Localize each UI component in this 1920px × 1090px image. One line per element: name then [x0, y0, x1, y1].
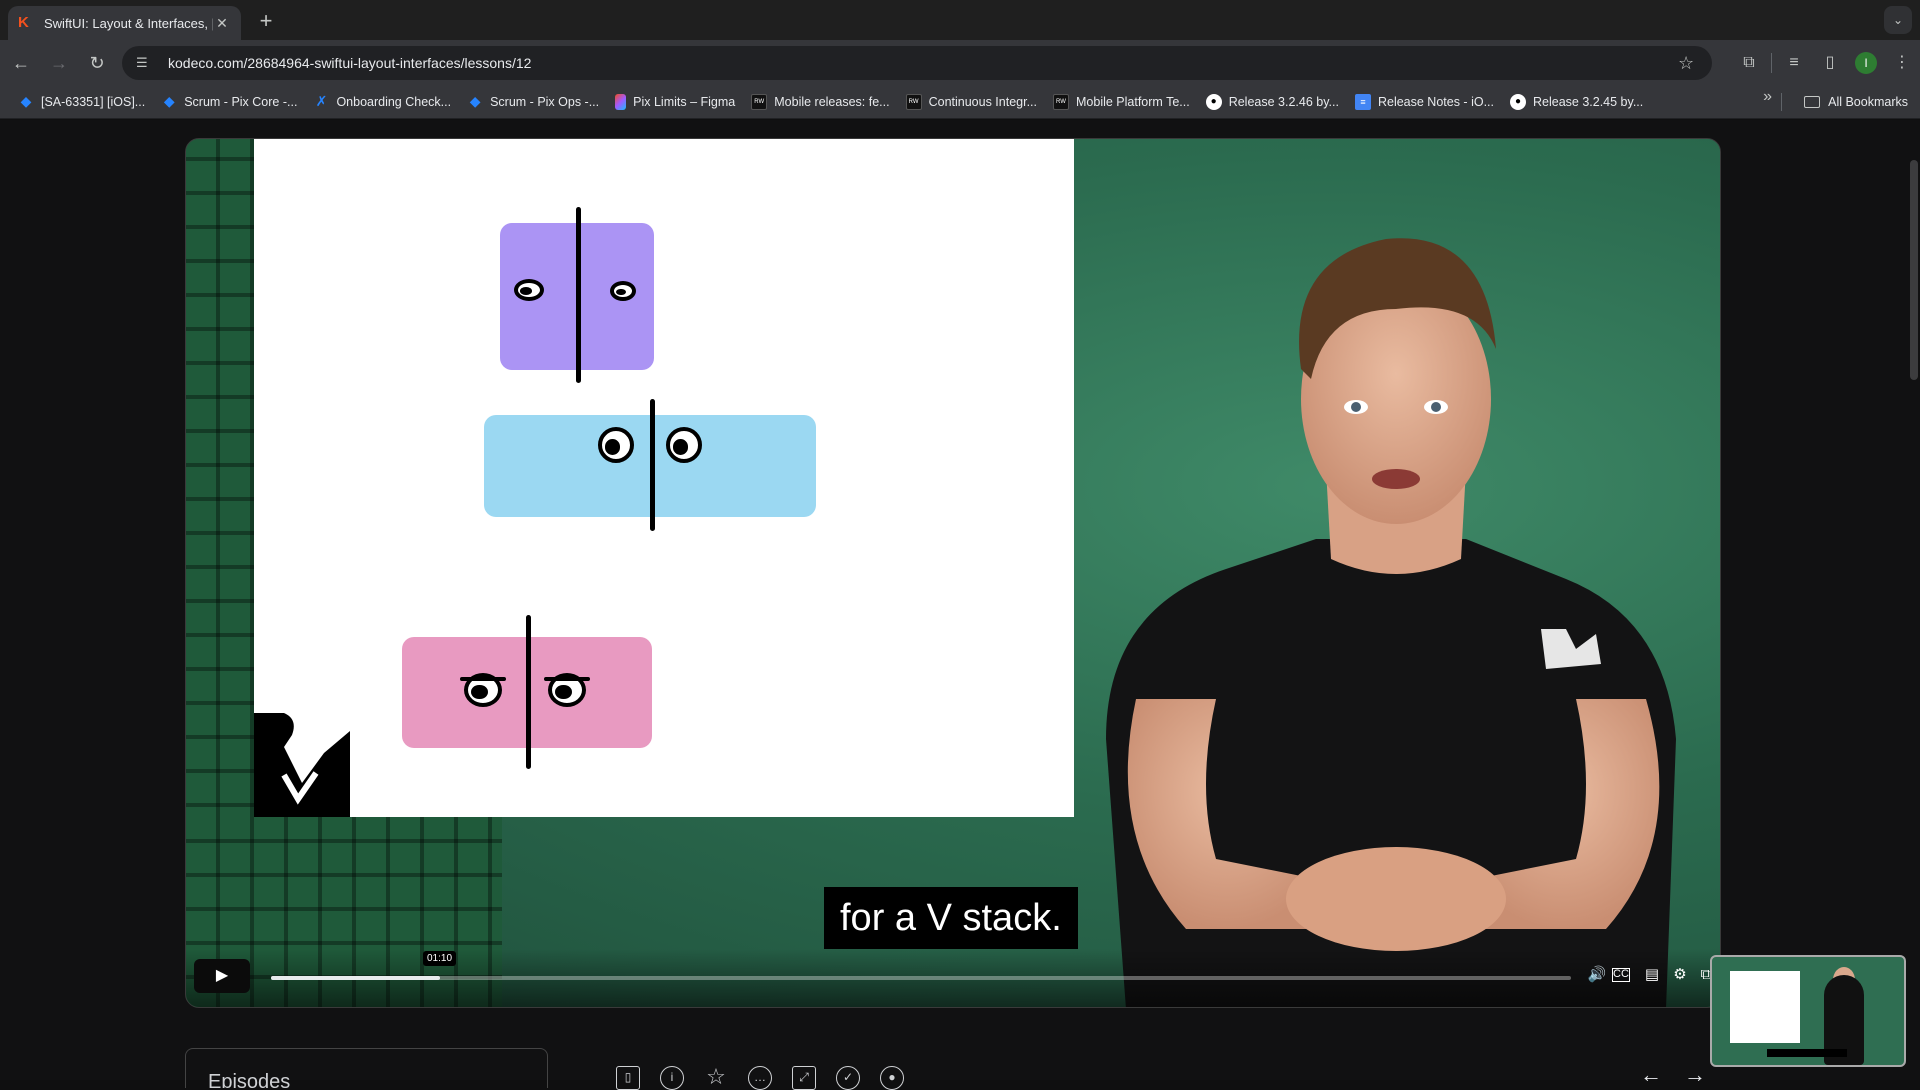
- bookmark-icon[interactable]: ▯: [616, 1066, 640, 1090]
- bookmark-item[interactable]: ◆Scrum - Pix Core -...: [153, 88, 305, 116]
- forward-button[interactable]: →: [50, 52, 68, 73]
- github-icon: ●: [1509, 93, 1526, 110]
- next-lesson-arrow-icon[interactable]: →: [1684, 1062, 1706, 1087]
- star-icon[interactable]: ☆: [706, 1064, 726, 1089]
- page-content: for a V stack. ▶ 01:10 🔊 CC ▤ ⚙ ⧉ Episod…: [0, 120, 1920, 1090]
- profile-avatar[interactable]: I: [1855, 51, 1877, 74]
- bookmark-item[interactable]: ◆Scrum - Pix Ops -...: [459, 88, 607, 116]
- bookmark-item[interactable]: ●Release 3.2.46 by...: [1198, 88, 1347, 116]
- video-controls: ▶ 01:10 🔊 CC ▤ ⚙ ⧉: [186, 949, 1720, 1007]
- picture-in-picture-icon[interactable]: ⧉: [1700, 966, 1712, 983]
- bookmark-item[interactable]: ≡Release Notes - iO...: [1347, 88, 1502, 116]
- lesson-slide: [254, 139, 1074, 817]
- bookmarks-overflow-icon[interactable]: »: [1763, 88, 1772, 105]
- site-info-icon[interactable]: ☰: [136, 55, 148, 70]
- figma-icon: [615, 93, 627, 110]
- current-time: 01:10: [423, 951, 457, 966]
- video-player[interactable]: for a V stack. ▶ 01:10 🔊 CC ▤ ⚙ ⧉: [185, 138, 1721, 1008]
- play-button[interactable]: ▶: [194, 959, 250, 993]
- folder-icon: [1804, 96, 1821, 108]
- purple-view-block: [500, 207, 654, 383]
- back-button[interactable]: ←: [12, 52, 30, 73]
- presenter-figure: [1106, 238, 1676, 1007]
- volume-icon[interactable]: 🔊: [1587, 966, 1607, 983]
- tab-strip: K SwiftUI: Layout & Interfaces, | ✕ + ⌄: [0, 0, 1920, 40]
- url-text[interactable]: kodeco.com/28684964-swiftui-layout-inter…: [168, 55, 532, 71]
- bookmark-star-icon[interactable]: ☆: [1678, 52, 1695, 73]
- blue-view-block: [484, 399, 816, 531]
- bookmarks-bar: ◆[SA-63351] [iOS]... ◆Scrum - Pix Core -…: [0, 85, 1920, 119]
- tab-search-button[interactable]: ⌄: [1884, 6, 1912, 34]
- github-icon: ●: [1205, 93, 1222, 110]
- browser-toolbar: ← → ↻ ☰ kodeco.com/28684964-swiftui-layo…: [0, 40, 1920, 85]
- resize-icon[interactable]: ⤢: [792, 1066, 816, 1090]
- new-tab-button[interactable]: +: [259, 8, 273, 33]
- tab-title: SwiftUI: Layout & Interfaces, |: [44, 15, 213, 31]
- docs-icon: ≡: [1354, 93, 1371, 110]
- previous-lesson-arrow-icon[interactable]: ←: [1640, 1062, 1662, 1087]
- bookmark-item[interactable]: ●Release 3.2.45 by...: [1502, 88, 1651, 116]
- rw-icon: RW: [1053, 93, 1069, 110]
- check-icon[interactable]: ✓: [836, 1066, 860, 1090]
- jira-icon: ◆: [20, 93, 32, 109]
- info-icon[interactable]: i: [660, 1066, 684, 1090]
- reload-button[interactable]: ↻: [89, 52, 105, 73]
- all-bookmarks-button[interactable]: All Bookmarks: [1804, 88, 1908, 116]
- side-panel-icon[interactable]: ▯: [1825, 53, 1835, 71]
- menu-kebab-icon[interactable]: ⋮: [1894, 53, 1910, 71]
- progress-fill: [271, 976, 440, 980]
- page-scrollbar[interactable]: [1910, 160, 1918, 380]
- mini-player-thumbnail[interactable]: [1710, 955, 1906, 1067]
- jira-icon: ◆: [163, 93, 175, 109]
- tab-close-icon[interactable]: ✕: [216, 15, 228, 31]
- jira-icon: ◆: [469, 93, 481, 109]
- jira-icon: ✗: [315, 93, 328, 109]
- extensions-icon[interactable]: ⧉: [1743, 53, 1755, 71]
- media-controls-icon[interactable]: ≡: [1789, 53, 1799, 71]
- active-tab[interactable]: K SwiftUI: Layout & Interfaces, | ✕: [8, 6, 241, 40]
- bookmark-item[interactable]: Pix Limits – Figma: [607, 88, 743, 116]
- kodeco-favicon-icon: K: [18, 14, 29, 31]
- progress-bar[interactable]: [271, 976, 1571, 980]
- rw-icon: RW: [905, 93, 922, 110]
- captions-icon[interactable]: CC: [1612, 968, 1630, 982]
- video-subtitle: for a V stack.: [824, 887, 1078, 949]
- raywenderlich-logo-icon: [254, 713, 350, 817]
- github-icon[interactable]: ●: [880, 1066, 904, 1090]
- bookmark-item[interactable]: ✗Onboarding Check...: [305, 88, 459, 116]
- transcript-icon[interactable]: ▤: [1644, 966, 1660, 983]
- rw-icon: RW: [751, 93, 768, 110]
- settings-gear-icon[interactable]: ⚙: [1673, 966, 1687, 983]
- address-bar[interactable]: ☰ kodeco.com/28684964-swiftui-layout-int…: [122, 46, 1712, 80]
- lesson-actions: ▯ i ☆ … ⤢ ✓ ●: [616, 1066, 904, 1090]
- lesson-pager: ← →: [1640, 1062, 1706, 1088]
- comment-icon[interactable]: …: [748, 1066, 772, 1090]
- pink-view-block: [402, 615, 652, 769]
- episodes-panel[interactable]: Episodes: [185, 1048, 548, 1088]
- bookmark-item[interactable]: ◆[SA-63351] [iOS]...: [10, 88, 153, 116]
